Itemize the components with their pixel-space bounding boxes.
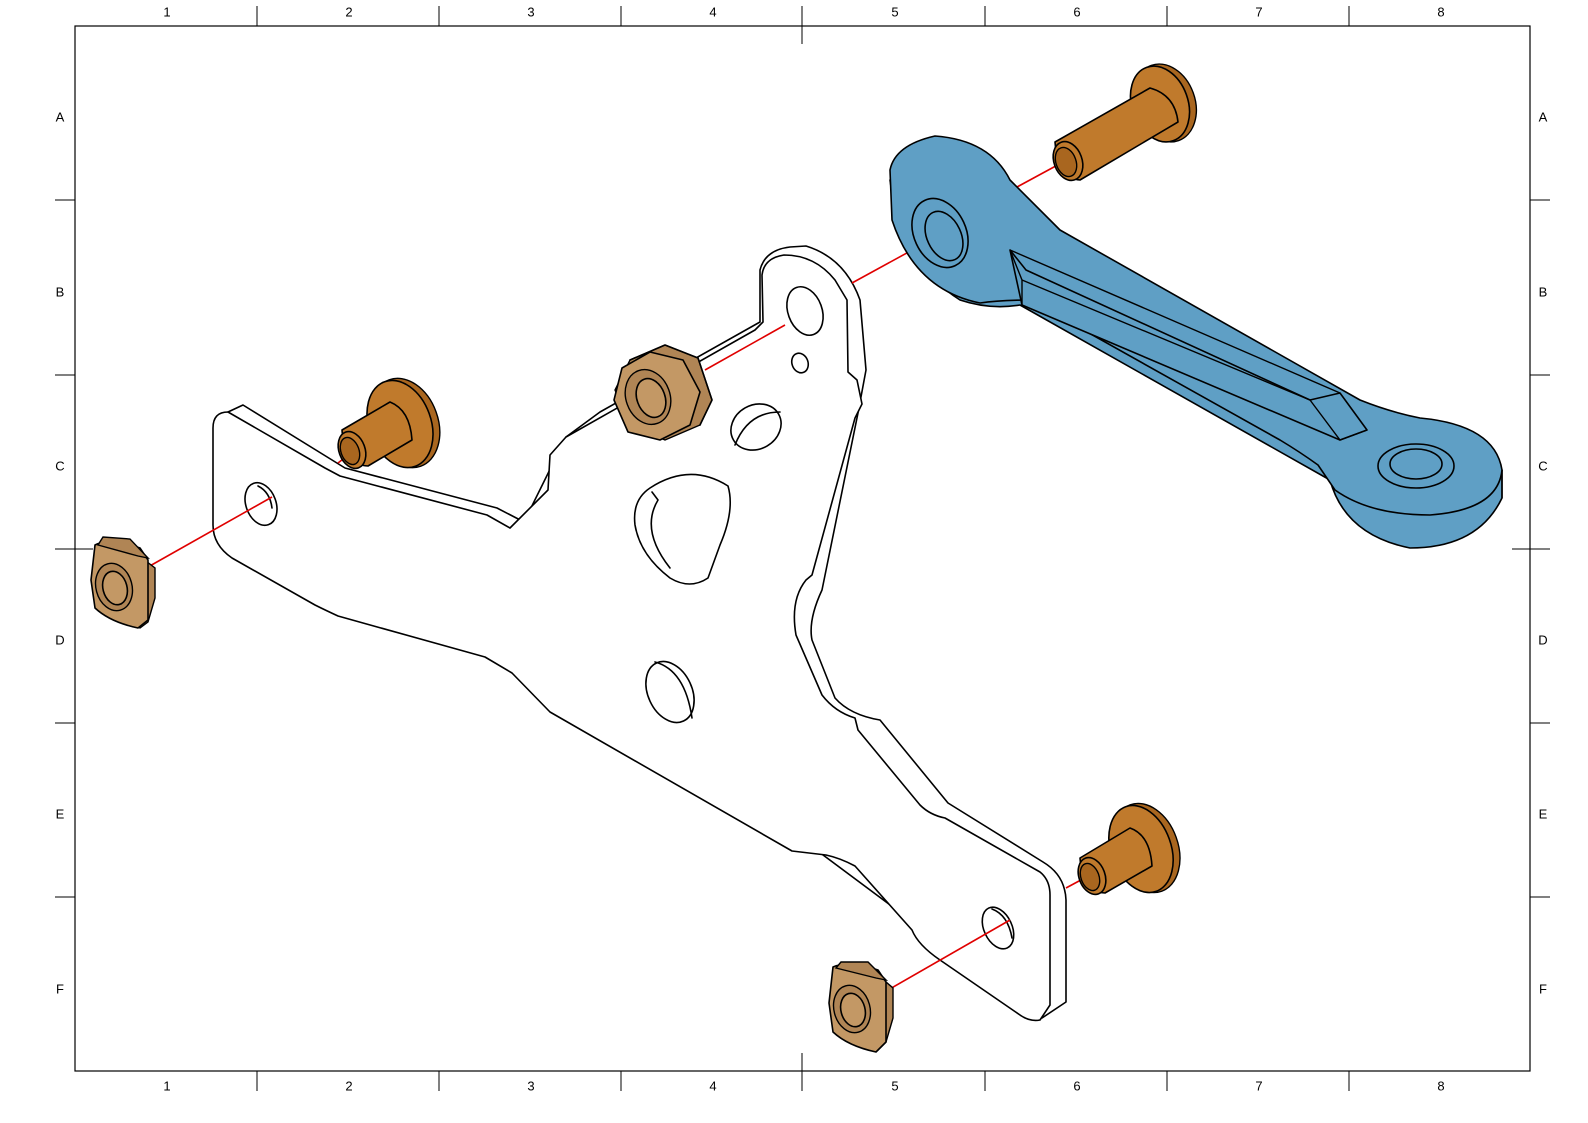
link-arm-slot-line-1 [1021,279,1311,401]
left-zone-labels: A B C D E F [55,109,64,996]
right-zone-ticks [1512,199,1550,898]
bracket-hole-right-wall [991,908,1013,939]
column-label-2: 2 [345,4,352,19]
column-label-3-bottom: 3 [527,1078,534,1093]
right-zone-labels: A B C D E F [1538,109,1547,996]
row-label-a-right: A [1539,109,1548,124]
column-label-6-bottom: 6 [1073,1078,1080,1093]
t-slot-nut-left-bore-inner [101,570,129,606]
shoulder-bolt-top [1052,63,1198,182]
bracket-round-hole-lower-wall [654,661,693,719]
bracket-round-hole-upper-wall [734,411,781,446]
link-arm-hole-left-inner [924,210,964,262]
bracket-teardrop-wall [650,491,671,569]
axis-pivot [704,324,786,371]
t-slot-nut-left [90,536,156,630]
axis-right-bolt [887,919,1011,991]
row-label-e: E [56,806,65,821]
link-arm-hole-right-inner [1389,448,1443,480]
column-label-8-bottom: 8 [1437,1078,1444,1093]
shoulder-bolt-bottom-tip-chamfer [1079,862,1101,892]
row-label-c: C [55,458,64,473]
hex-nut [613,344,713,441]
link-arm-slot-line-2 [1009,249,1341,394]
row-label-b: B [56,284,65,299]
t-slot-nut-bottom [828,961,894,1053]
t-slot-nut-left-ridge [96,536,151,560]
t-slot-nut-bottom-bore-inner [839,992,867,1028]
column-label-1-bottom: 1 [163,1078,170,1093]
bottom-zone-ticks [256,1053,1350,1091]
bracket-round-hole-upper [730,403,782,451]
column-label-2-bottom: 2 [345,1078,352,1093]
link-arm-slot-end-left [1009,249,1023,305]
left-zone-ticks [55,199,93,898]
row-label-b-right: B [1539,284,1548,299]
bracket-teardrop-cutout [633,473,731,585]
column-label-6: 6 [1073,4,1080,19]
hex-nut-chamfer-line [629,344,713,426]
column-label-5-bottom: 5 [891,1078,898,1093]
link-arm [889,135,1503,549]
t-slot-nut-bottom-ridge [834,961,889,982]
plate-bracket [212,245,1067,1022]
row-label-c-right: C [1538,458,1547,473]
bracket-pivot-hole [786,285,824,337]
shoulder-bolt-bottom [1077,802,1181,896]
shoulder-bolt-top-tip-chamfer [1054,146,1078,178]
column-label-8: 8 [1437,4,1444,19]
row-label-f-right: F [1539,981,1547,996]
row-label-e-right: E [1539,806,1548,821]
bottom-zone-labels: 1 2 3 4 5 6 7 8 [163,1078,1444,1093]
row-label-d-right: D [1538,632,1547,647]
column-label-4: 4 [709,4,716,19]
hex-nut-bore-inner [635,377,667,419]
shoulder-bolt-left [337,377,441,470]
row-label-a: A [56,109,65,124]
column-label-7: 7 [1255,4,1262,19]
axis-left-bolt [147,496,273,568]
row-label-d: D [55,632,64,647]
column-label-1: 1 [163,4,170,19]
column-label-4-bottom: 4 [709,1078,716,1093]
column-label-5: 5 [891,4,898,19]
bracket-top-face [212,254,1051,1022]
top-zone-ticks [256,6,1350,44]
bracket-hole-left-wall [257,485,273,509]
column-label-7-bottom: 7 [1255,1078,1262,1093]
link-arm-slot [1009,249,1368,441]
top-zone-labels: 1 2 3 4 5 6 7 8 [163,4,1444,19]
column-label-3: 3 [527,4,534,19]
shoulder-bolt-left-tip-chamfer [339,436,361,466]
bracket-small-hole [790,352,810,374]
row-label-f: F [56,981,64,996]
link-arm-slot-end-right [1309,399,1368,441]
